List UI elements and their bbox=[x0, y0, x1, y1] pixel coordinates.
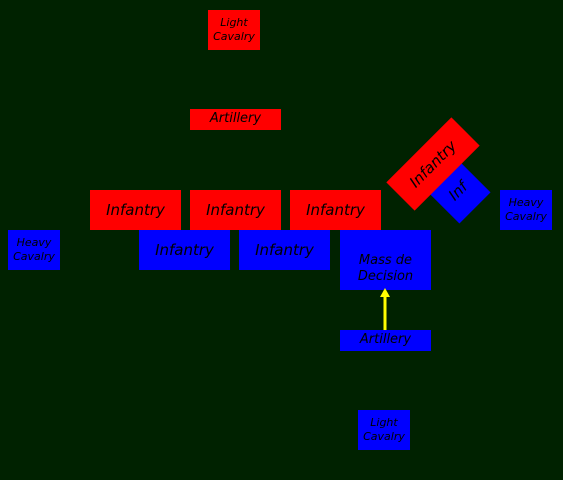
blue-heavy-cavalry-right: Heavy Cavalry bbox=[500, 190, 552, 230]
blue-artillery: Artillery bbox=[340, 330, 431, 351]
blue-heavy-cavalry-left-label: Heavy Cavalry bbox=[13, 236, 55, 263]
red-artillery-label: Artillery bbox=[209, 111, 262, 127]
blue-light-cavalry-label: Light Cavalry bbox=[363, 416, 405, 443]
advance-arrow bbox=[380, 288, 390, 330]
blue-inf-angled-label: Inf bbox=[444, 177, 471, 204]
blue-mass-de-decision-label: Mass de Decision bbox=[357, 252, 414, 284]
blue-infantry-center: Infantry bbox=[239, 230, 330, 270]
red-infantry-left-label: Infantry bbox=[106, 200, 165, 219]
red-light-cavalry: Light Cavalry bbox=[208, 10, 260, 50]
blue-infantry-center-label: Infantry bbox=[255, 240, 314, 259]
red-infantry-right-label: Infantry bbox=[306, 200, 365, 219]
blue-light-cavalry: Light Cavalry bbox=[358, 410, 410, 450]
blue-mass-de-decision: Mass de Decision bbox=[340, 230, 431, 290]
red-infantry-left: Infantry bbox=[90, 190, 181, 230]
blue-infantry-left: Infantry bbox=[139, 230, 230, 270]
blue-artillery-label: Artillery bbox=[359, 332, 412, 348]
blue-heavy-cavalry-right-label: Heavy Cavalry bbox=[505, 196, 547, 223]
red-infantry-right: Infantry bbox=[290, 190, 381, 230]
blue-infantry-left-label: Infantry bbox=[155, 240, 214, 259]
blue-heavy-cavalry-left: Heavy Cavalry bbox=[8, 230, 60, 270]
red-infantry-center: Infantry bbox=[190, 190, 281, 230]
red-infantry-center-label: Infantry bbox=[206, 200, 265, 219]
red-light-cavalry-label: Light Cavalry bbox=[213, 16, 255, 43]
red-artillery: Artillery bbox=[190, 109, 281, 130]
